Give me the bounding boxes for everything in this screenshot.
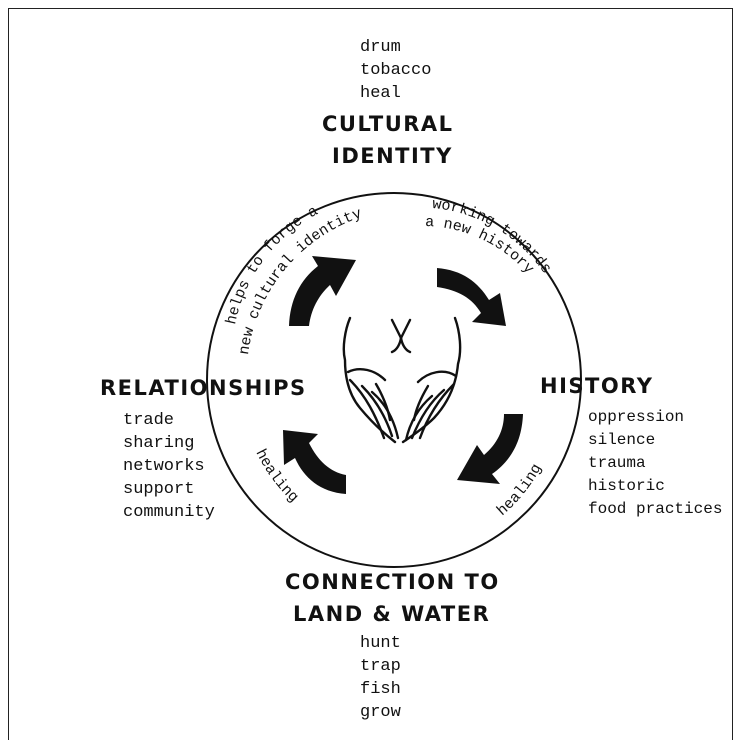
land-water-word-list: hunt trap fish grow: [360, 632, 401, 724]
curved-arrow-icon: [457, 414, 523, 484]
word-item: networks: [123, 457, 205, 476]
word-item: community: [123, 503, 215, 522]
relationships-title: RELATIONSHIPS: [100, 376, 307, 400]
word-item: heal: [360, 84, 401, 103]
arrows-group: [283, 256, 523, 494]
history-word-list: oppression silence trauma historic food …: [588, 406, 722, 521]
land-water-title-line1: CONNECTION TO: [285, 570, 500, 594]
word-item: support: [123, 480, 195, 499]
word-item: hunt: [360, 634, 401, 653]
word-item: trade: [123, 411, 175, 430]
word-item: food practices: [588, 500, 723, 518]
word-item: oppression: [588, 408, 685, 426]
word-item: grow: [360, 703, 401, 722]
word-item: tobacco: [360, 61, 432, 80]
history-title: HISTORY: [540, 374, 654, 398]
relationships-word-list: trade sharing networks support community: [123, 409, 215, 524]
cultural-identity-title-line1: CULTURAL: [322, 112, 454, 136]
curved-arrow-icon: [289, 256, 356, 326]
land-water-title-line2: LAND & WATER: [293, 602, 491, 626]
cycle-circle: [206, 192, 582, 568]
cultural-identity-title-line2: IDENTITY: [332, 144, 453, 168]
word-item: historic: [588, 477, 665, 495]
word-item: trauma: [588, 454, 646, 472]
word-item: fish: [360, 680, 401, 699]
curved-arrow-icon: [437, 268, 506, 326]
word-item: sharing: [123, 434, 195, 453]
figure-frame: [8, 8, 733, 740]
word-item: silence: [588, 431, 656, 449]
cupped-hands-icon: [342, 316, 462, 444]
word-item: trap: [360, 657, 401, 676]
cultural-identity-word-list: drum tobacco heal: [360, 36, 431, 105]
arc-label-bottom-right: healing: [494, 461, 546, 520]
word-item: drum: [360, 38, 401, 57]
curved-arrow-icon: [283, 430, 346, 494]
